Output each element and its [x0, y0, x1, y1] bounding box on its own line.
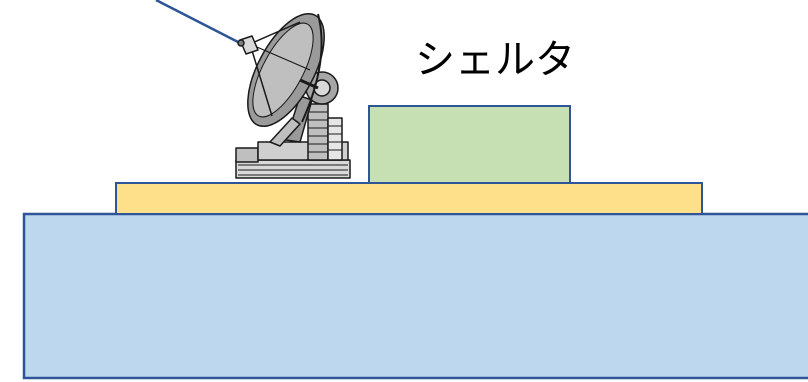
base-block — [22, 212, 808, 380]
shelter-box — [368, 105, 571, 184]
satellite-dish-antenna-icon — [235, 12, 351, 179]
shelter-label: シェルタ — [415, 37, 575, 83]
signal-line — [155, 0, 239, 44]
platform — [115, 182, 703, 215]
